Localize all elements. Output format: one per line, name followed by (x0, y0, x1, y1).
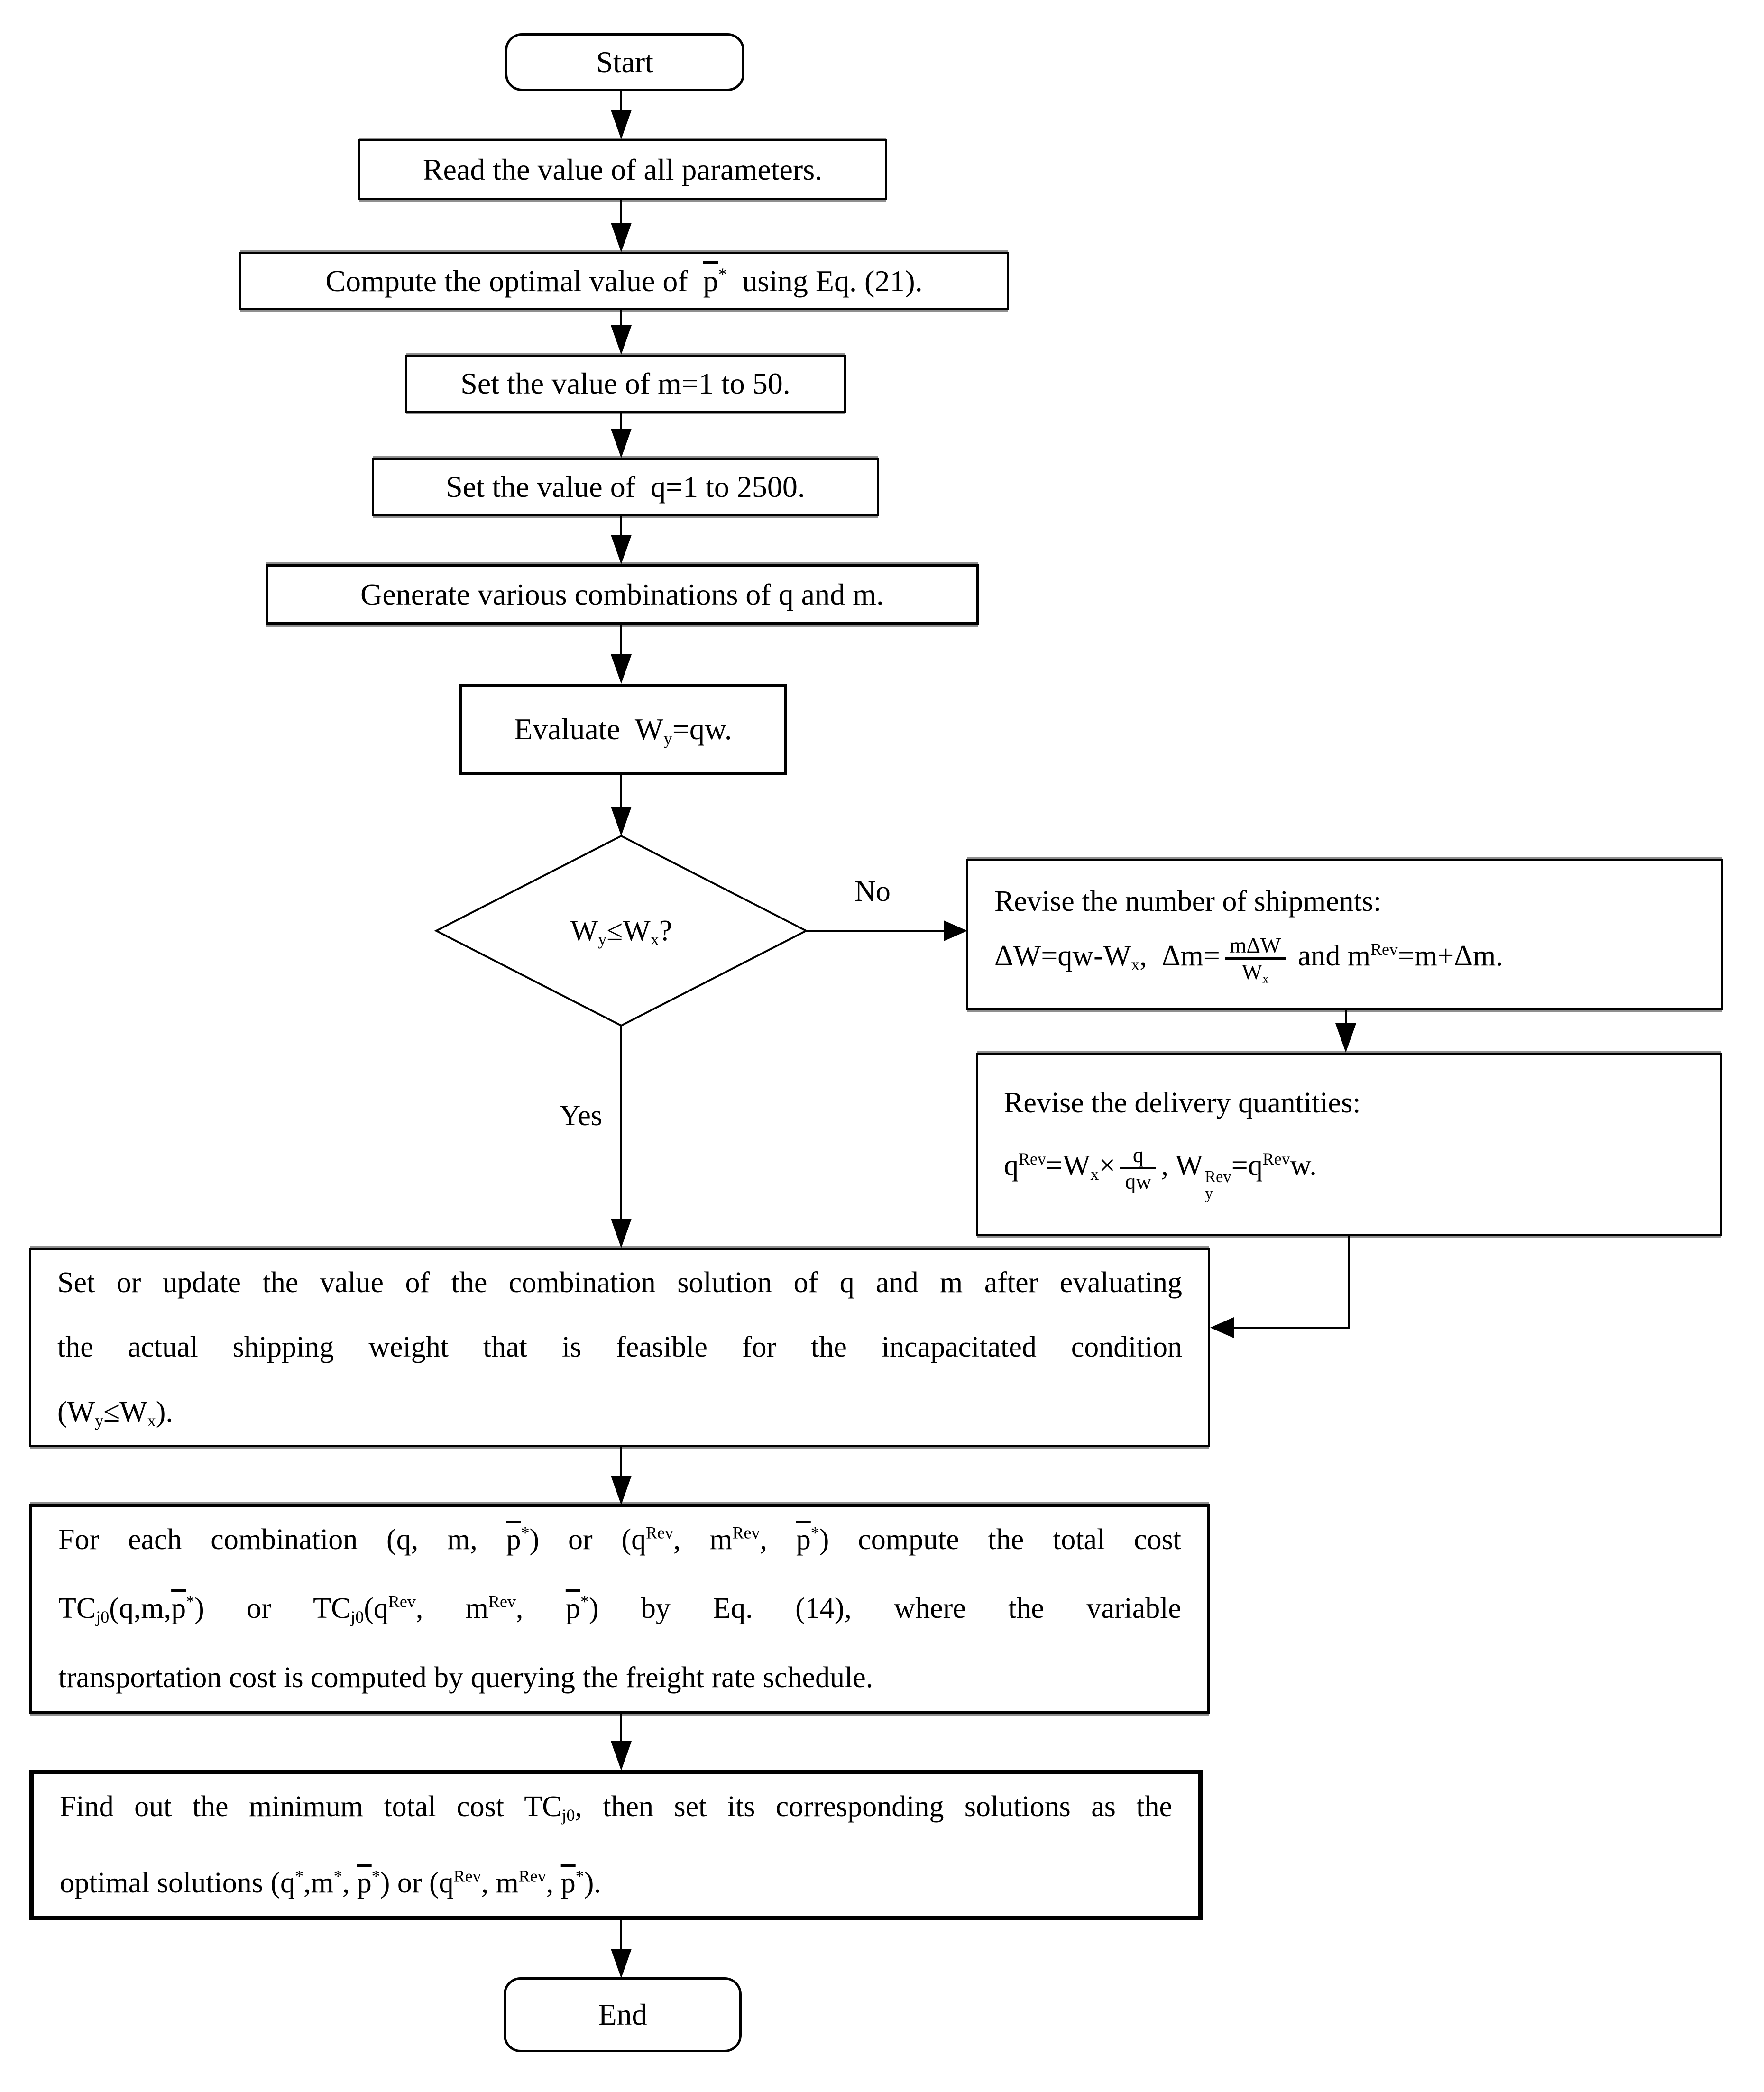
arrow-computecost-to-findmin-line (620, 1714, 622, 1742)
node-find-minimum-cost: Find out the minimum total cost TCj0, th… (29, 1770, 1203, 1920)
node-compute-total-cost: For each combination (q, m, p*) or (qRev… (29, 1504, 1210, 1714)
set-update-line-3: (Wy≤Wx). (57, 1395, 173, 1430)
compute-cost-line-2: TCj0(q,m,p*) or TCj0(qRev, mRev, p*) by … (58, 1592, 1181, 1627)
node-compute-optimal-p-label: Compute the optimal value of p* using Eq… (325, 264, 923, 298)
node-revise-shipments: Revise the number of shipments: ΔW=qw-Wx… (966, 859, 1723, 1010)
node-revise-delivery-quantities: Revise the delivery quantities: qRev=Wx×… (976, 1053, 1722, 1236)
node-evaluate-wy: Evaluate Wy=qw. (459, 684, 787, 775)
node-set-m-range: Set the value of m=1 to 50. (405, 355, 846, 413)
arrow-findmin-to-end-head (611, 1949, 632, 1978)
arrow-yes-branch-line (620, 1026, 622, 1220)
revise-shipments-title: Revise the number of shipments: (994, 885, 1382, 918)
set-update-line-1: Set or update the value of the combinati… (57, 1266, 1182, 1299)
node-set-q-range-label: Set the value of q=1 to 2500. (446, 470, 805, 504)
node-end-label: End (598, 1998, 647, 2031)
arrow-yes-branch-head (611, 1219, 632, 1248)
node-end: End (504, 1977, 742, 2052)
node-read-parameters-label: Read the value of all parameters. (423, 153, 823, 186)
node-set-m-range-label: Set the value of m=1 to 50. (460, 367, 790, 400)
arrow-generate-to-evaluate-head (611, 654, 632, 684)
set-update-line-2: the actual shipping weight that is feasi… (57, 1331, 1182, 1364)
arrow-shipments-to-delivery-head (1335, 1023, 1356, 1053)
arrow-delivery-to-setupdate-vline (1348, 1236, 1350, 1329)
arrow-setm-to-setq-head (611, 429, 632, 458)
label-yes: Yes (503, 1099, 602, 1133)
label-no: No (839, 875, 906, 908)
arrow-generate-to-evaluate-line (620, 625, 622, 655)
arrow-compute-to-setm-line (620, 310, 622, 326)
find-min-line-1: Find out the minimum total cost TCj0, th… (60, 1790, 1173, 1825)
node-set-q-range: Set the value of q=1 to 2500. (372, 458, 879, 516)
node-start: Start (505, 33, 744, 91)
arrow-setq-to-generate-head (611, 535, 632, 564)
compute-cost-line-1: For each combination (q, m, p*) or (qRev… (58, 1523, 1181, 1556)
arrow-read-to-compute-head (611, 223, 632, 252)
node-compute-optimal-p: Compute the optimal value of p* using Eq… (239, 252, 1009, 310)
arrow-read-to-compute-line (620, 200, 622, 224)
node-start-label: Start (596, 45, 653, 79)
arrow-evaluate-to-decision-line (620, 775, 622, 807)
node-generate-combinations-label: Generate various combinations of q and m… (360, 578, 884, 611)
arrow-delivery-to-setupdate-hline (1232, 1327, 1350, 1329)
decision-label: Wy≤Wx? (570, 914, 672, 949)
arrow-setq-to-generate-line (620, 516, 622, 536)
arrow-start-to-read-head (611, 110, 632, 139)
arrow-start-to-read-line (620, 91, 622, 111)
arrow-compute-to-setm-head (611, 325, 632, 355)
compute-cost-line-3: transportation cost is computed by query… (58, 1661, 873, 1694)
decision-wy-le-wx: Wy≤Wx? (436, 838, 806, 1023)
arrow-setm-to-setq-line (620, 413, 622, 430)
arrow-no-branch-line (806, 930, 945, 932)
node-set-update-combination: Set or update the value of the combinati… (29, 1248, 1210, 1447)
arrow-no-branch-head (944, 920, 967, 941)
arrow-findmin-to-end-line (620, 1920, 622, 1950)
arrow-shipments-to-delivery-line (1345, 1010, 1347, 1025)
arrow-delivery-to-setupdate-head (1210, 1317, 1234, 1338)
arrow-setupdate-to-computecost-line (620, 1447, 622, 1477)
arrow-computecost-to-findmin-head (611, 1741, 632, 1771)
node-read-parameters: Read the value of all parameters. (358, 139, 887, 200)
arrow-setupdate-to-computecost-head (611, 1476, 632, 1505)
arrow-evaluate-to-decision-head (611, 807, 632, 836)
find-min-line-2: optimal solutions (q*,m*, p*) or (qRev, … (60, 1866, 601, 1899)
node-evaluate-wy-label: Evaluate Wy=qw. (514, 712, 732, 749)
node-generate-combinations: Generate various combinations of q and m… (266, 564, 979, 625)
revise-delivery-title: Revise the delivery quantities: (1004, 1087, 1361, 1119)
